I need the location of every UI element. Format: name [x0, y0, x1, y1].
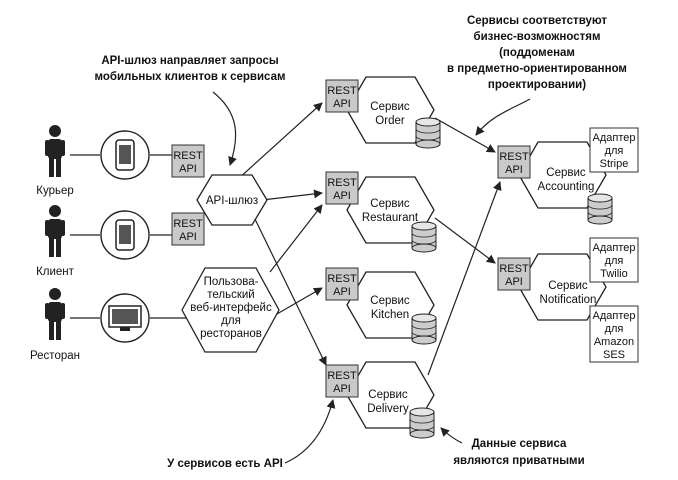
svg-text:API: API — [333, 286, 351, 298]
person-icon — [45, 205, 65, 257]
service-kitchen: REST API Сервис Kitchen — [325, 267, 437, 345]
svg-text:У сервисов есть API: У сервисов есть API — [167, 458, 283, 470]
svg-text:Amazon: Amazon — [594, 336, 634, 348]
svg-text:REST: REST — [327, 85, 357, 97]
database-icon — [415, 117, 441, 149]
annotation-api: У сервисов есть API — [167, 399, 336, 470]
svg-text:Адаптер: Адаптер — [593, 132, 636, 144]
svg-text:Сервис: Сервис — [368, 389, 408, 401]
svg-text:для: для — [221, 315, 241, 327]
svg-text:для: для — [605, 323, 624, 335]
smartphone-icon — [100, 210, 150, 260]
svg-text:Twilio: Twilio — [600, 268, 628, 280]
actor-courier: Курьер — [36, 125, 74, 197]
svg-text:API: API — [179, 231, 197, 243]
actor-label: Клиент — [36, 266, 75, 278]
svg-text:Сервис: Сервис — [370, 101, 410, 113]
person-icon — [45, 288, 65, 340]
svg-text:для: для — [605, 255, 624, 267]
svg-text:REST: REST — [327, 177, 357, 189]
svg-text:(поддоменам: (поддоменам — [499, 47, 575, 59]
svg-text:тельский: тельский — [207, 289, 254, 301]
svg-text:API: API — [333, 383, 351, 395]
svg-text:для: для — [605, 145, 624, 157]
svg-text:Stripe: Stripe — [600, 158, 629, 170]
svg-text:API: API — [505, 276, 523, 288]
svg-text:ресторанов: ресторанов — [200, 328, 262, 340]
database-icon — [411, 221, 437, 253]
service-order: REST API Сервис Order — [325, 76, 441, 149]
annotation-private: Данные сервиса являются приватными — [440, 427, 585, 467]
actor-restaurant: Ресторан — [30, 288, 80, 362]
svg-text:Сервис: Сервис — [548, 280, 588, 292]
actor-label: Ресторан — [30, 350, 80, 362]
service-notification: REST API Сервис Notification — [497, 253, 607, 321]
svg-text:REST: REST — [499, 151, 529, 163]
svg-text:Delivery: Delivery — [367, 403, 409, 415]
svg-text:Order: Order — [375, 115, 405, 127]
svg-text:Данные сервиса: Данные сервиса — [472, 438, 567, 450]
svg-text:Accounting: Accounting — [538, 181, 595, 193]
svg-text:API: API — [333, 190, 351, 202]
service-restaurant: REST API Сервис Restaurant — [325, 171, 437, 253]
annotation-capabilities: Сервисы соответствуют бизнес-возможностя… — [447, 15, 627, 136]
restaurant-web-ui: Пользова- тельский веб-интерфейс для рес… — [181, 267, 280, 353]
svg-text:REST: REST — [327, 370, 357, 382]
actor-label: Курьер — [36, 185, 74, 197]
svg-text:Сервис: Сервис — [370, 295, 410, 307]
svg-text:Сервис: Сервис — [370, 198, 410, 210]
api-gateway: API-шлюз REST API REST API — [171, 144, 268, 246]
svg-text:в предметно-ориентированном: в предметно-ориентированном — [447, 63, 627, 75]
svg-text:REST: REST — [327, 273, 357, 285]
svg-text:REST: REST — [499, 263, 529, 275]
svg-text:Пользова-: Пользова- — [204, 276, 259, 288]
annotation-gateway: API-шлюз направляет запросы мобильных кл… — [94, 55, 286, 166]
svg-text:API: API — [333, 98, 351, 110]
svg-text:являются приватными: являются приватными — [453, 455, 584, 467]
database-icon — [587, 193, 613, 225]
actor-client: Клиент — [36, 205, 75, 278]
monitor-icon — [100, 293, 150, 343]
svg-text:веб-интерфейс: веб-интерфейс — [190, 302, 272, 314]
adapter-stripe: Адаптер для Stripe — [589, 127, 639, 173]
svg-text:Сервис: Сервис — [546, 167, 586, 179]
svg-text:Notification: Notification — [540, 294, 597, 306]
svg-text:API-шлюз направляет запросы: API-шлюз направляет запросы — [101, 55, 279, 67]
svg-text:Адаптер: Адаптер — [593, 310, 636, 322]
person-icon — [45, 125, 65, 177]
svg-text:проектировании): проектировании) — [488, 79, 586, 91]
adapter-amazon-ses: Адаптер для Amazon SES — [589, 305, 639, 363]
gateway-label: API-шлюз — [206, 195, 258, 207]
svg-text:SES: SES — [603, 349, 625, 361]
svg-text:Сервисы соответствуют: Сервисы соответствуют — [467, 15, 607, 27]
svg-text:REST: REST — [173, 150, 203, 162]
svg-text:Kitchen: Kitchen — [371, 309, 409, 321]
svg-text:Restaurant: Restaurant — [362, 212, 419, 224]
service-accounting: REST API Сервис Accounting — [497, 141, 613, 225]
svg-text:API: API — [505, 164, 523, 176]
svg-text:REST: REST — [173, 218, 203, 230]
connectors — [70, 102, 502, 376]
svg-text:бизнес-возможностям: бизнес-возможностям — [474, 31, 601, 43]
svg-text:API: API — [179, 163, 197, 175]
adapter-twilio: Адаптер для Twilio — [589, 237, 639, 283]
svg-text:Адаптер: Адаптер — [593, 242, 636, 254]
service-delivery: REST API Сервис Delivery — [325, 361, 435, 439]
svg-text:мобильных клиентов к сервисам: мобильных клиентов к сервисам — [94, 71, 285, 83]
smartphone-icon — [100, 130, 150, 180]
database-icon — [411, 313, 437, 345]
database-icon — [409, 407, 435, 439]
